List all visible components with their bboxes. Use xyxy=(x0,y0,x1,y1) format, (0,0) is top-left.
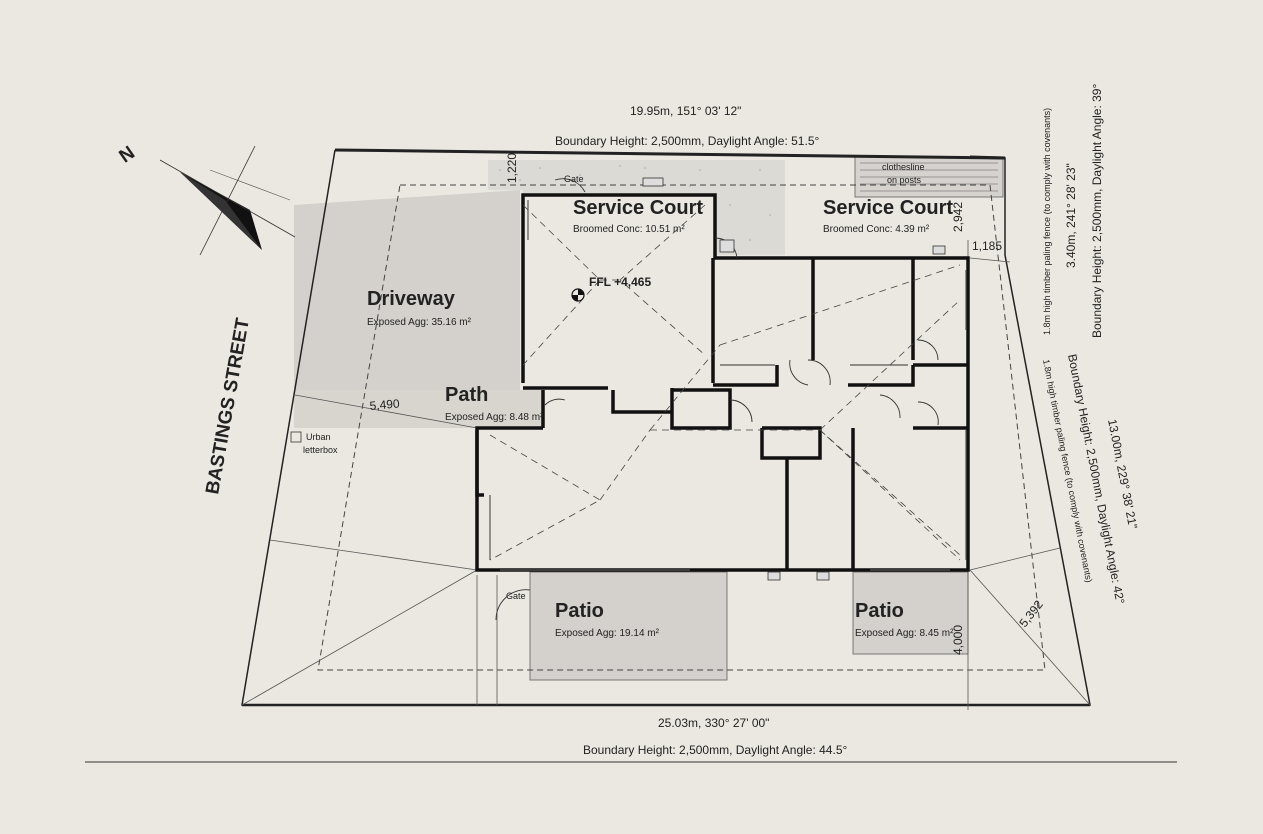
letterbox-label-2: letterbox xyxy=(303,445,338,455)
patio-2-area xyxy=(852,571,969,655)
north-label: N xyxy=(116,142,139,167)
top-boundary-dim: 19.95m, 151° 03' 12" xyxy=(630,104,741,118)
site-boundary xyxy=(241,148,1091,710)
ffl-label: FFL +4,465 xyxy=(589,275,651,289)
driveway-label: Driveway xyxy=(367,288,456,310)
doors xyxy=(495,178,939,621)
service-court-1-detail: Broomed Conc: 10.51 m² xyxy=(573,224,685,235)
dim-5392: 5,392 xyxy=(1016,597,1046,630)
dim-2942: 2,942 xyxy=(951,202,965,232)
gate-top-label: Gate xyxy=(564,174,584,184)
setback-line xyxy=(317,184,1046,671)
bottom-boundary-dim: 25.03m, 330° 27' 00" xyxy=(658,716,769,730)
patio-2-detail: Exposed Agg: 8.45 m² xyxy=(855,628,954,639)
right-upper-fence: 1.8m high timber paling fence (to comply… xyxy=(1042,108,1052,335)
right-upper-height: Boundary Height: 2,500mm, Daylight Angle… xyxy=(1090,84,1104,338)
windows xyxy=(489,200,967,571)
driveway-area xyxy=(294,190,520,390)
street-name: BASTINGS STREET xyxy=(202,316,254,496)
dim-4000: 4,000 xyxy=(951,625,965,655)
service-court-area xyxy=(488,160,785,255)
gate-bottom-label: Gate xyxy=(506,591,526,601)
path-area xyxy=(294,390,543,428)
patio-1-detail: Exposed Agg: 19.14 m² xyxy=(555,628,660,639)
clothesline-label-2: on posts xyxy=(887,175,922,185)
dim-5490: 5,490 xyxy=(369,396,400,413)
patio-1-label: Patio xyxy=(555,600,604,622)
path-detail: Exposed Agg: 8.48 m² xyxy=(445,412,544,423)
dim-1185: 1,185 xyxy=(972,239,1002,253)
top-boundary-height: Boundary Height: 2,500mm, Daylight Angle… xyxy=(555,134,819,148)
patio-2-label: Patio xyxy=(855,600,904,622)
path-label: Path xyxy=(445,384,488,406)
north-arrow: N xyxy=(116,142,296,256)
fixtures xyxy=(290,177,946,581)
roof-lines xyxy=(489,204,961,561)
paved-areas xyxy=(294,156,1004,681)
letterbox-label-1: Urban xyxy=(306,432,331,442)
letterbox-icon xyxy=(290,431,302,443)
ffl-marker: FFL +4,465 xyxy=(571,275,651,302)
dim-1220: 1,220 xyxy=(505,153,519,183)
patio-1-area xyxy=(529,571,728,681)
clothesline-lines xyxy=(860,162,998,192)
house-walls xyxy=(475,193,970,572)
service-court-2-detail: Broomed Conc: 4.39 m² xyxy=(823,224,930,235)
right-upper-dim: 3.40m, 241° 28' 23" xyxy=(1064,163,1078,268)
service-court-1-label: Service Court xyxy=(573,197,703,219)
clothesline-label-1: clothesline xyxy=(882,162,925,172)
bottom-boundary-height: Boundary Height: 2,500mm, Daylight Angle… xyxy=(583,743,847,757)
service-court-2-label: Service Court xyxy=(823,197,953,219)
driveway-detail: Exposed Agg: 35.16 m² xyxy=(367,317,472,328)
